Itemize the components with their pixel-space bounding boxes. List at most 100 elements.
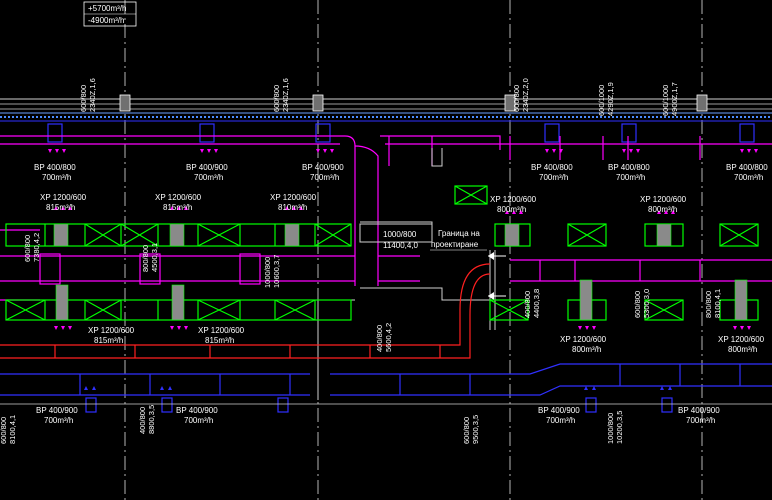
top-duct-label: 600/1000 4900Z,1,7 — [661, 82, 679, 116]
svg-text:проектиране: проектиране — [431, 240, 479, 249]
vertical-duct-labels: 600/800 7380,4,2 800/800 4500,3,1 1000/8… — [0, 233, 722, 444]
supply-duct-network — [0, 135, 772, 301]
svg-text:5600,4,2: 5600,4,2 — [384, 323, 393, 352]
svg-text:600/800: 600/800 — [633, 291, 642, 318]
top-supply-grilles: XP 1200/600 815m³/h XP 1200/600 815m³/h … — [5, 185, 759, 247]
top-duct-label: 600/800 2340Z,2,0 — [512, 78, 530, 112]
exhaust-type: BP 400/800 — [726, 163, 768, 172]
exhaust-type: BP 400/900 — [678, 406, 720, 415]
exhaust-duct-network — [0, 363, 772, 413]
bottom-exhaust-labels: BP 400/900 700m³/h BP 400/900 700m³/h BP… — [36, 406, 720, 425]
svg-text:1000/800: 1000/800 — [263, 257, 272, 288]
duct-label: 600/800 7380,4,2 — [23, 233, 41, 262]
svg-text:7380,4,2: 7380,4,2 — [32, 233, 41, 262]
supply-type: XP 1200/600 — [490, 195, 537, 204]
bottom-supply-grilles: XP 1200/600 815m³/h XP 1200/600 815m³/h … — [5, 279, 765, 354]
exhaust-type: BP 400/900 — [302, 163, 344, 172]
svg-text:400/800: 400/800 — [138, 407, 147, 434]
supply-flow: 815m³/h — [94, 336, 123, 345]
supply-flow: 800m³/h — [497, 205, 526, 214]
svg-text:9500,3,5: 9500,3,5 — [471, 415, 480, 444]
supply-type: XP 1200/600 — [718, 335, 765, 344]
top-exhaust-arrows — [48, 149, 758, 153]
duct-label: 600/800 8100,4,1 — [0, 415, 17, 444]
svg-text:10200,3,5: 10200,3,5 — [615, 411, 624, 444]
duct-label: 400/800 5600,4,2 — [375, 323, 393, 352]
duct-label: 400/800 4400,3,8 — [523, 289, 541, 318]
fire-duct — [0, 263, 491, 359]
svg-text:600/800: 600/800 — [79, 85, 88, 112]
svg-text:8100,4,1: 8100,4,1 — [8, 415, 17, 444]
exhaust-flow: 700m³/h — [184, 416, 213, 425]
arrow-icon — [488, 252, 506, 300]
exhaust-flow: 700m³/h — [616, 173, 645, 182]
svg-text:8800,3,5: 8800,3,5 — [147, 405, 156, 434]
duct-label: 1000/800 10200,3,5 — [606, 411, 624, 444]
svg-text:800/800: 800/800 — [141, 245, 150, 272]
top-duct-size-labels: 600/800 2340Z,1,6 600/800 2340Z,1,6 600/… — [79, 78, 679, 116]
exhaust-flow: 700m³/h — [539, 173, 568, 182]
exhaust-type: BP 400/900 — [538, 406, 580, 415]
supply-type: XP 1200/600 — [640, 195, 687, 204]
top-exhaust-labels: BP 400/800 700m³/h BP 400/900 700m³/h BP… — [34, 163, 768, 182]
exhaust-flow: 700m³/h — [44, 416, 73, 425]
exhaust-flow: 700m³/h — [734, 173, 763, 182]
svg-text:4290Z,1,9: 4290Z,1,9 — [606, 82, 615, 116]
duct-label: 800/800 8100,4,1 — [704, 289, 722, 318]
svg-text:4500,3,1: 4500,3,1 — [150, 243, 159, 272]
svg-text:1000/800: 1000/800 — [606, 413, 615, 444]
exhaust-type: BP 400/800 — [34, 163, 76, 172]
svg-text:600/800: 600/800 — [0, 417, 8, 444]
svg-text:600/800: 600/800 — [23, 235, 32, 262]
exhaust-flow: 700m³/h — [686, 416, 715, 425]
supply-type: XP 1200/600 — [560, 335, 607, 344]
main-duct-label: 1000/800 11400,4,0 — [383, 230, 419, 250]
svg-text:2340Z,2,0: 2340Z,2,0 — [521, 78, 530, 112]
svg-text:600/800: 600/800 — [272, 85, 281, 112]
exhaust-type: BP 400/900 — [186, 163, 228, 172]
flow-in-label: +5700m³/h — [88, 4, 126, 13]
svg-text:800/800: 800/800 — [704, 291, 713, 318]
svg-text:Граница на: Граница на — [438, 229, 480, 238]
svg-text:600/800: 600/800 — [462, 417, 471, 444]
supply-flow: 815m³/h — [205, 336, 234, 345]
duct-label: 1000/800 10600,3,7 — [263, 255, 281, 288]
supply-flow: 800m³/h — [648, 205, 677, 214]
ceiling-beam-band — [0, 94, 772, 122]
svg-text:400/800: 400/800 — [375, 325, 384, 352]
bottom-exhaust-arrows — [84, 386, 672, 390]
supply-arrows-top — [54, 206, 675, 214]
exhaust-flow: 700m³/h — [310, 173, 339, 182]
svg-text:1000/800: 1000/800 — [383, 230, 417, 239]
duct-label: 600/800 5300,3,0 — [633, 289, 651, 318]
svg-text:8100,4,1: 8100,4,1 — [713, 289, 722, 318]
supply-type: XP 1200/600 — [155, 193, 202, 202]
exhaust-type: BP 400/900 — [36, 406, 78, 415]
exhaust-flow: 700m³/h — [194, 173, 223, 182]
supply-flow: 800m³/h — [572, 345, 601, 354]
svg-text:400/800: 400/800 — [523, 291, 532, 318]
supply-flow: 815m³/h — [46, 203, 75, 212]
exhaust-flow: 700m³/h — [42, 173, 71, 182]
grille-hatch — [53, 223, 672, 247]
svg-text:600/1000: 600/1000 — [597, 85, 606, 116]
exhaust-type: BP 400/800 — [531, 163, 573, 172]
header-callout: +5700m³/h -4900m³/h — [83, 1, 137, 27]
supply-flow: 810m³/h — [278, 203, 307, 212]
top-exhaust-grilles — [47, 123, 755, 143]
exhaust-type: BP 400/900 — [176, 406, 218, 415]
exhaust-flow: 700m³/h — [546, 416, 575, 425]
duct-label: 600/800 9500,3,5 — [462, 415, 480, 444]
exhaust-type: BP 400/800 — [608, 163, 650, 172]
column-grid — [124, 0, 703, 500]
supply-type: XP 1200/600 — [88, 326, 135, 335]
duct-label: 400/800 8800,3,5 — [138, 405, 156, 434]
svg-text:2340Z,1,6: 2340Z,1,6 — [281, 78, 290, 112]
supply-type: XP 1200/600 — [40, 193, 87, 202]
flow-out-label: -4900m³/h — [88, 16, 124, 25]
project-boundary-label: Граница на проектиране — [430, 229, 506, 300]
svg-text:10600,3,7: 10600,3,7 — [272, 255, 281, 288]
top-duct-label: 600/1000 4290Z,1,9 — [597, 82, 615, 116]
supply-flow: 815m³/h — [163, 203, 192, 212]
